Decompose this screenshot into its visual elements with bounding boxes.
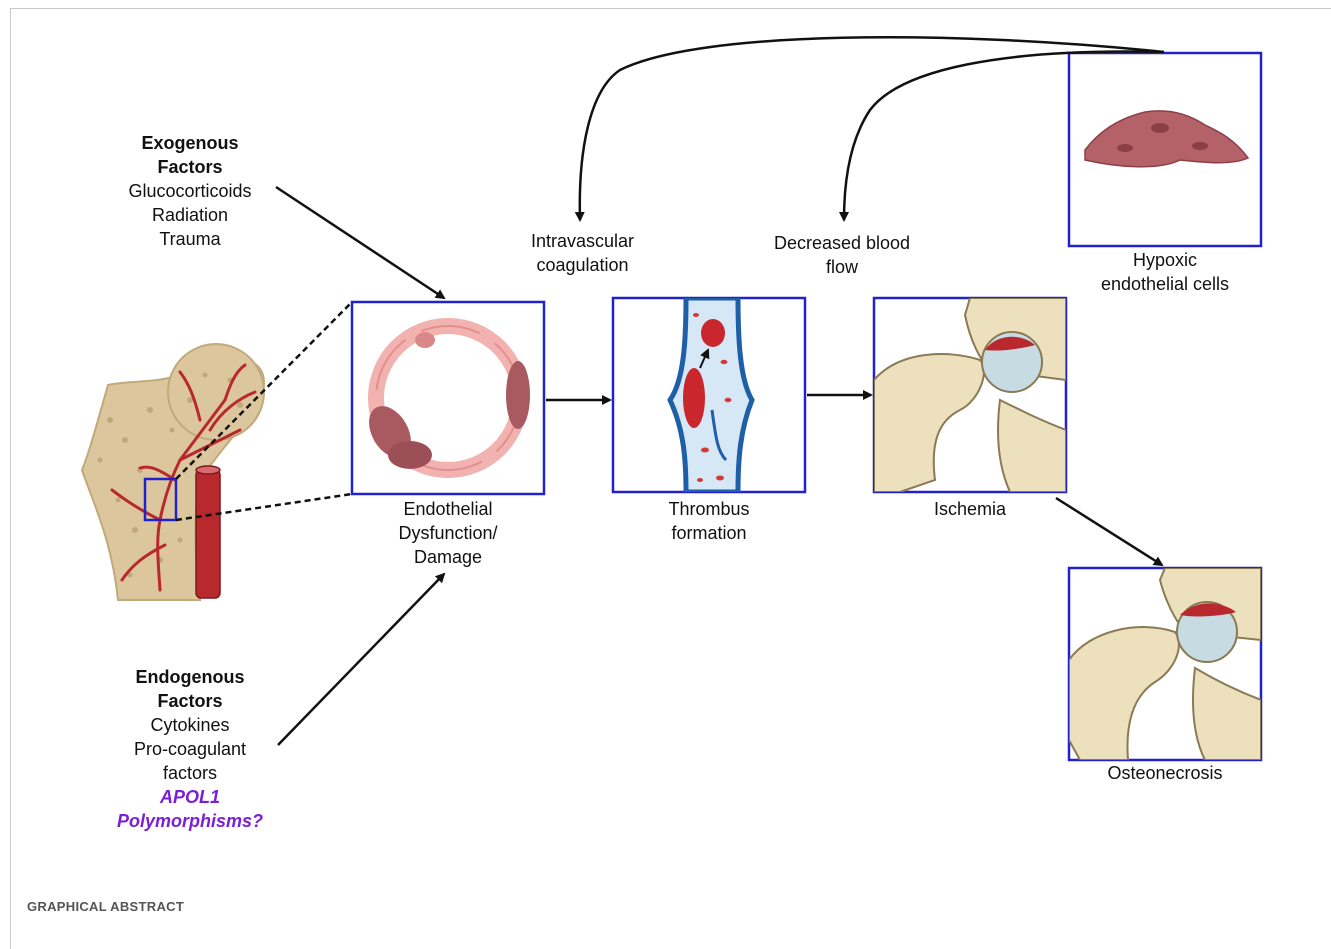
endogenous-factors-label: Endogenous Factors Cytokines Pro-coagula…: [90, 665, 290, 833]
arrow-endogenous: [278, 574, 444, 745]
exogenous-factors-label: Exogenous Factors Glucocorticoids Radiat…: [100, 131, 280, 251]
endothelial-label: Endothelial Dysfunction/ Damage: [368, 497, 528, 569]
apol1-highlight: APOL1: [90, 785, 290, 809]
ischemia-panel: [874, 298, 1066, 492]
osteonecrosis-label: Osteonecrosis: [1085, 761, 1245, 785]
hypoxic-label: Hypoxic endothelial cells: [1085, 248, 1245, 296]
arrow-exogenous: [276, 187, 444, 298]
thrombus-panel: [613, 298, 805, 492]
ischemia-label: Ischemia: [890, 497, 1050, 521]
polymorphisms-highlight: Polymorphisms?: [90, 809, 290, 833]
decreased-blood-flow-label: Decreased blood flow: [752, 231, 932, 279]
arrow-to-osteonecrosis: [1056, 498, 1162, 565]
hypoxic-panel: [1069, 53, 1261, 246]
endothelial-panel: [352, 302, 544, 494]
femur-illustration: [82, 344, 264, 600]
thrombus-label: Thrombus formation: [629, 497, 789, 545]
osteonecrosis-panel: [1069, 568, 1261, 760]
graphical-abstract-caption: GRAPHICAL ABSTRACT: [27, 899, 184, 914]
intravascular-coagulation-label: Intravascular coagulation: [500, 229, 665, 277]
